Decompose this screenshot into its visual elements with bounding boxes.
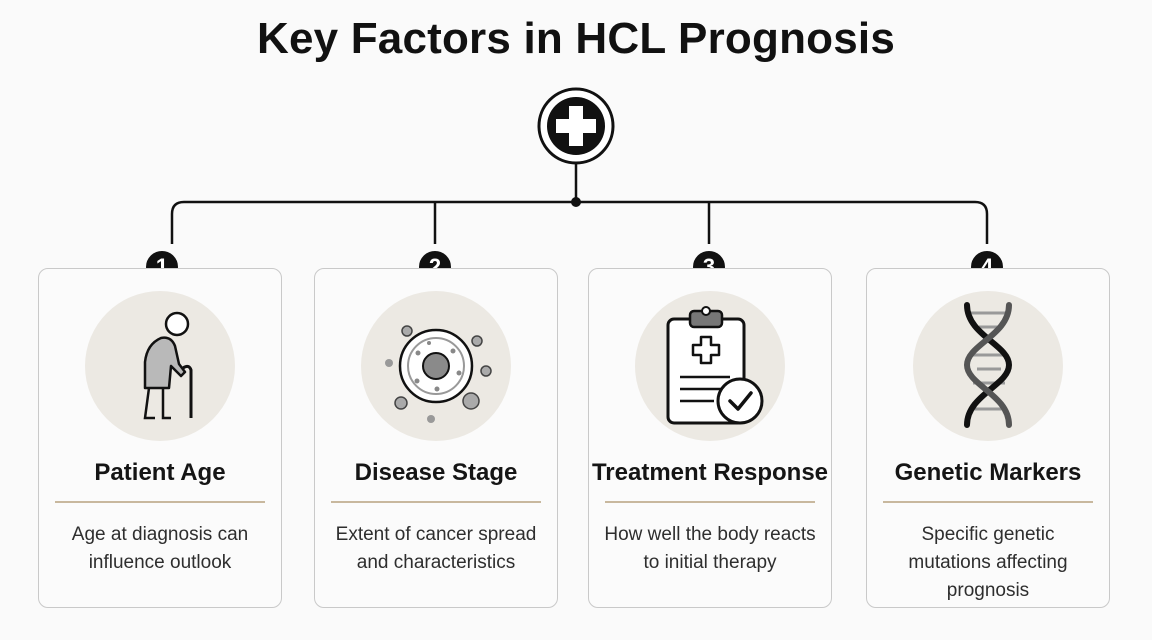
divider	[331, 501, 541, 503]
page-title: Key Factors in HCL Prognosis	[256, 14, 896, 63]
factor-title: Genetic Markers	[894, 459, 1082, 486]
divider	[883, 501, 1093, 503]
elderly-person-icon	[143, 311, 193, 420]
factor-description: How well the body reacts to initial ther…	[604, 524, 816, 573]
divider	[605, 501, 815, 503]
icon-background	[85, 291, 235, 441]
icon-background	[635, 291, 785, 441]
factor-card-treatment-response: Treatment Response How well the body rea…	[588, 268, 832, 608]
factor-card-disease-stage: Disease Stage Extent of cancer spread an…	[314, 268, 558, 608]
factor-title: Patient Age	[94, 459, 226, 486]
factor-description: Specific genetic mutations affecting pro…	[908, 524, 1068, 601]
factor-card-patient-age: Patient Age Age at diagnosis can influen…	[38, 268, 282, 608]
factor-title: Treatment Response	[591, 459, 829, 486]
icon-background	[361, 291, 511, 441]
factor-card-genetic-markers: Genetic Markers Specific genetic mutatio…	[866, 268, 1110, 608]
dna-icon	[963, 302, 1013, 428]
medical-cross-icon	[537, 87, 615, 165]
factor-title: Disease Stage	[354, 459, 518, 486]
clipboard-check-icon	[666, 306, 764, 425]
divider	[55, 501, 265, 503]
icon-background	[913, 291, 1063, 441]
cancer-cell-icon	[385, 325, 492, 423]
factor-description: Age at diagnosis can influence outlook	[71, 524, 249, 573]
factor-description: Extent of cancer spread and characterist…	[335, 524, 537, 573]
